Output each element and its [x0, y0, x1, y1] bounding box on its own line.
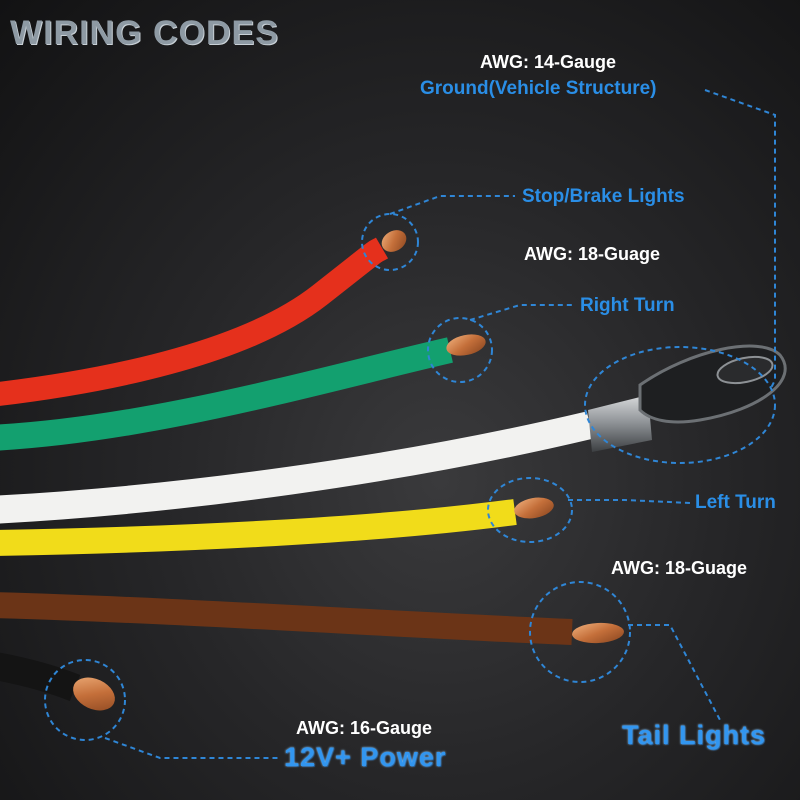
stop-brake-label: Stop/Brake Lights — [522, 186, 685, 207]
power-gauge-label: AWG: 16-Gauge — [296, 718, 433, 738]
yellow-end-circle — [487, 477, 573, 543]
right-turn-label: Right Turn — [580, 295, 675, 316]
brown-wire-copper-end — [572, 622, 624, 644]
black-end-circle — [44, 659, 126, 741]
power-label: 12V+ Power — [284, 742, 447, 772]
red-wire — [0, 237, 389, 406]
black-wire — [0, 652, 81, 702]
left-turn-label: Left Turn — [695, 492, 776, 513]
tail-lights-leader — [628, 624, 721, 721]
brown-end-circle — [529, 581, 631, 683]
left-turn-leader — [568, 499, 691, 504]
wire-bundle — [0, 237, 594, 702]
yellow-wire — [0, 499, 517, 556]
callout-circles — [44, 213, 776, 741]
red-gauge-label: AWG: 18-Guage — [524, 244, 661, 264]
ground-function-label: Ground(Vehicle Structure) — [420, 78, 657, 99]
terminal-circle — [584, 346, 776, 464]
ground-leader — [704, 89, 776, 391]
leader-lines — [104, 89, 776, 759]
stop-brake-leader — [389, 195, 515, 215]
page-title: WIRING CODES — [10, 14, 279, 52]
tail-lights-label: Tail Lights — [622, 720, 766, 750]
yellow-gauge-label: AWG: 18-Guage — [611, 558, 748, 578]
green-end-circle — [427, 317, 493, 383]
ring-terminal — [588, 344, 787, 452]
white-wire — [0, 411, 594, 524]
brown-wire — [0, 592, 573, 645]
red-end-circle — [361, 213, 419, 271]
green-wire-copper-end — [446, 334, 486, 356]
black-wire-copper-end — [73, 677, 115, 711]
right-turn-leader — [469, 304, 575, 321]
green-wire — [0, 337, 453, 451]
ground-gauge-label: AWG: 14-Gauge — [480, 52, 617, 72]
yellow-wire-copper-end — [514, 497, 554, 519]
copper-ends — [73, 230, 624, 711]
red-wire-copper-end — [381, 230, 407, 252]
power-leader — [104, 737, 280, 759]
